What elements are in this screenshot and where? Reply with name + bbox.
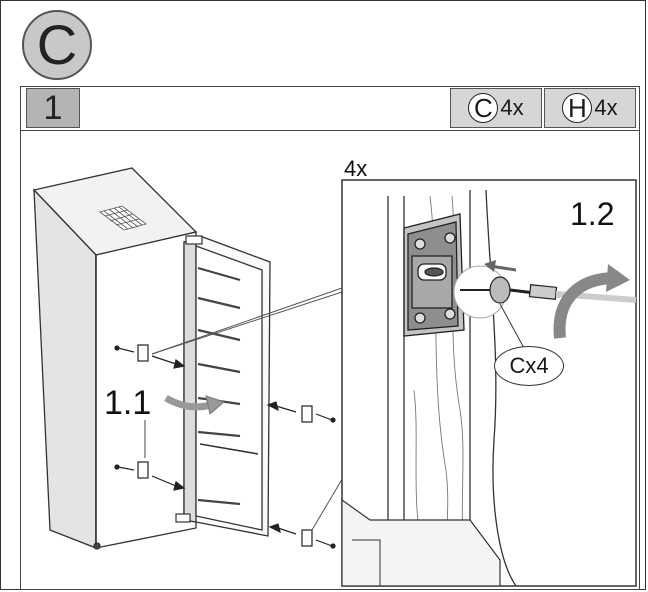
fridge-cabinet (32, 167, 198, 550)
part-h-count: H 4x (544, 88, 636, 128)
part-c-icon: C (468, 93, 499, 123)
bracket-upper-right (266, 401, 336, 423)
screw-callout-text: Cx4 (509, 353, 549, 378)
part-c-count: C 4x (450, 88, 542, 128)
detail-inset (341, 179, 637, 587)
bracket-upper-left (114, 344, 186, 369)
part-c-quantity: 4x (500, 95, 524, 120)
sub-step-1-label: 1.1 (104, 384, 152, 422)
step-panel (20, 86, 640, 590)
detail-leader-lines (151, 287, 345, 531)
fridge-door (183, 235, 271, 537)
bracket-lower-right (268, 523, 336, 549)
section-letter: C (36, 13, 78, 76)
hinge-top-icon (185, 235, 203, 245)
hinge-bottom-icon (175, 513, 191, 523)
screw-icon (453, 265, 511, 319)
part-h-icon: H (562, 93, 593, 123)
step-header-divider (20, 130, 640, 131)
push-arrow-icon (484, 260, 517, 272)
step-number: 1 (43, 88, 63, 127)
section-badge: C (22, 10, 92, 80)
rotate-screw-arrow-icon (553, 272, 617, 339)
bracket-lower-left (114, 461, 186, 491)
screw-callout: Cx4 (494, 346, 564, 386)
hinge-bracket-detail (403, 213, 465, 337)
detail-multiplier-label: 4x (344, 156, 368, 181)
door-shelves (197, 266, 241, 506)
part-h-quantity: 4x (594, 95, 618, 120)
vent-grid-icon (99, 205, 147, 231)
parts-list: C 4x H 4x (448, 88, 636, 128)
step-number-box: 1 (26, 88, 80, 128)
sub-step-2-label: 1.2 (570, 196, 615, 232)
